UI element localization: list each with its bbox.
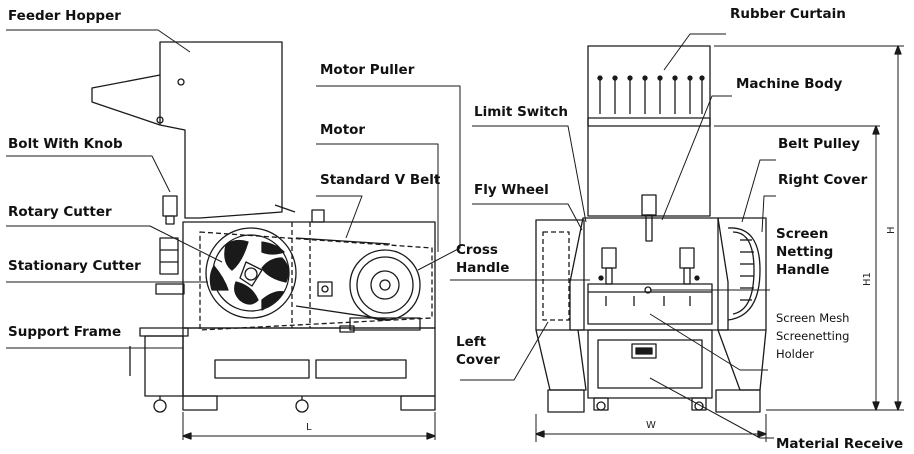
label-rubber-curtain: Rubber Curtain	[730, 6, 846, 22]
label-fly-wheel: Fly Wheel	[474, 182, 549, 198]
label-limit-switch: Limit Switch	[474, 104, 568, 120]
screen-mesh	[587, 283, 713, 325]
motor-pulley	[349, 249, 421, 321]
label-material-receive: Material Receive	[776, 436, 904, 452]
label-cross-handle-line2: Handle	[456, 260, 510, 276]
dimension-length: L	[306, 422, 312, 433]
label-left-cover-line1: Left	[456, 334, 487, 350]
label-screen-netting-handle-line3: Handle	[776, 262, 830, 278]
label-machine-body: Machine Body	[736, 76, 843, 92]
label-screen-netting-handle-line1: Screen	[776, 226, 829, 242]
front-view	[535, 45, 904, 442]
side-view	[91, 41, 436, 440]
left-cover	[535, 219, 585, 331]
label-stationary-cutter: Stationary Cutter	[8, 258, 141, 274]
v-belt-guard	[199, 231, 433, 331]
label-bolt-with-knob: Bolt With Knob	[8, 136, 123, 152]
label-screenetting-holder-line1: Screenetting	[776, 329, 850, 343]
dimension-height: H	[886, 226, 897, 234]
label-rotary-cutter: Rotary Cutter	[8, 204, 112, 220]
material-receive-box	[587, 329, 713, 399]
label-motor-puller: Motor Puller	[320, 62, 415, 78]
label-standard-v-belt: Standard V Belt	[320, 172, 441, 188]
label-support-frame: Support Frame	[8, 324, 122, 340]
label-left-cover-line2: Cover	[456, 352, 500, 368]
hopper-front	[587, 45, 711, 217]
label-cross-handle-line1: Cross	[456, 242, 498, 258]
label-right-cover: Right Cover	[778, 172, 868, 188]
dimension-width: W	[646, 420, 656, 431]
machine-body-front	[569, 217, 729, 331]
feeder-hopper-shape	[91, 41, 283, 219]
label-motor: Motor	[320, 122, 366, 138]
rotor-housing	[205, 227, 297, 319]
dimension-height1: H1	[862, 272, 873, 286]
right-cover	[717, 217, 767, 331]
label-screenetting-holder-line2: Holder	[776, 347, 814, 361]
label-screen-mesh: Screen Mesh	[776, 311, 850, 325]
label-belt-pulley: Belt Pulley	[778, 136, 860, 152]
label-screen-netting-handle-line2: Netting	[776, 244, 834, 260]
leader-lines	[6, 29, 776, 439]
label-feeder-hopper: Feeder Hopper	[8, 8, 121, 24]
